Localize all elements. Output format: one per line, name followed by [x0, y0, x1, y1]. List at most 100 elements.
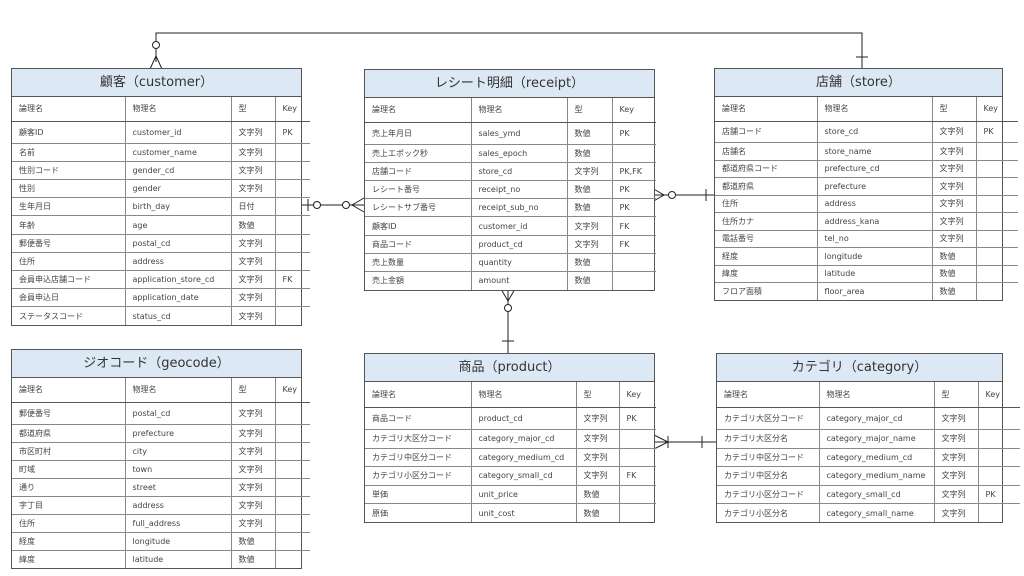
physical-name-cell: status_cd: [125, 306, 232, 326]
logical-name-cell: カテゴリ小区分コード: [717, 485, 820, 504]
physical-name-cell: address: [817, 195, 933, 213]
physical-name-cell: longitude: [817, 247, 933, 266]
logical-name-cell: 売上エポック秒: [365, 144, 472, 163]
logical-name-cell: 売上年月日: [365, 122, 472, 145]
logical-name-cell: ステータスコード: [12, 306, 126, 326]
physical-name-cell: address_kana: [817, 212, 933, 231]
type-cell: 文字列: [576, 466, 620, 486]
key-cell: [275, 143, 310, 162]
entity-category-title: カテゴリ（category）: [717, 354, 1002, 382]
column-header: 論理名: [12, 378, 126, 403]
key-cell: [275, 234, 310, 253]
column-header: 型: [934, 382, 979, 408]
key-cell: [275, 442, 310, 461]
rel-receipt-zero-marker-bottom: [504, 304, 512, 312]
type-cell: 文字列: [932, 177, 977, 196]
physical-name-cell: store_cd: [471, 162, 568, 182]
key-cell: [275, 179, 310, 199]
physical-name-cell: floor_area: [817, 282, 933, 300]
logical-name-cell: 通り: [12, 478, 126, 497]
type-cell: 文字列: [231, 288, 276, 308]
logical-name-cell: 経度: [715, 247, 818, 266]
key-cell: [976, 265, 1018, 283]
logical-name-cell: 住所: [12, 514, 126, 533]
logical-name-cell: フロア面積: [715, 282, 818, 300]
physical-name-cell: receipt_no: [471, 180, 568, 200]
physical-name-cell: category_small_cd: [819, 485, 935, 504]
type-cell: 数値: [567, 180, 613, 200]
physical-name-cell: prefecture: [125, 424, 232, 443]
logical-name-cell: 町域: [12, 460, 126, 479]
rel-customer-zero-one-marker: [313, 201, 321, 209]
logical-name-cell: カテゴリ中区分名: [717, 466, 820, 486]
type-cell: 数値: [567, 271, 613, 290]
physical-name-cell: latitude: [125, 550, 232, 568]
logical-name-cell: 顧客ID: [365, 216, 472, 236]
rel-receipt-crowfoot-left: [351, 197, 365, 213]
type-cell: 数値: [567, 122, 613, 145]
column-header: Key: [619, 382, 656, 408]
key-cell: PK: [978, 485, 1020, 504]
physical-name-cell: category_major_cd: [471, 429, 577, 449]
key-cell: [612, 253, 656, 273]
entity-receipt-title: レシート明細（receipt）: [365, 70, 654, 98]
physical-name-cell: address: [125, 252, 232, 272]
logical-name-cell: 住所カナ: [715, 212, 818, 231]
key-cell: FK: [275, 270, 310, 290]
physical-name-cell: category_small_cd: [471, 466, 577, 486]
key-cell: [976, 160, 1018, 178]
column-header: 論理名: [365, 382, 472, 408]
column-header: 型: [231, 97, 276, 122]
column-header: 型: [932, 97, 977, 122]
logical-name-cell: 店舗名: [715, 142, 818, 161]
key-cell: PK: [275, 121, 310, 144]
type-cell: 日付: [231, 197, 276, 217]
key-cell: [619, 448, 656, 467]
type-cell: 文字列: [934, 503, 979, 522]
physical-name-cell: quantity: [471, 253, 568, 273]
type-cell: 数値: [231, 532, 276, 551]
type-cell: 文字列: [231, 496, 276, 515]
physical-name-cell: receipt_sub_no: [471, 198, 568, 218]
type-cell: 文字列: [231, 161, 276, 181]
type-cell: 文字列: [231, 402, 276, 425]
logical-name-cell: 原価: [365, 503, 472, 522]
physical-name-cell: sales_epoch: [471, 144, 568, 163]
type-cell: 文字列: [231, 478, 276, 497]
type-cell: 文字列: [231, 424, 276, 443]
type-cell: 数値: [231, 215, 276, 235]
type-cell: 文字列: [231, 514, 276, 533]
rel-receipt-crowfoot-bottom: [500, 288, 516, 302]
logical-name-cell: カテゴリ大区分コード: [717, 407, 820, 430]
column-header: 物理名: [125, 97, 232, 122]
column-header: Key: [612, 98, 656, 123]
physical-name-cell: city: [125, 442, 232, 461]
key-cell: [976, 247, 1018, 266]
